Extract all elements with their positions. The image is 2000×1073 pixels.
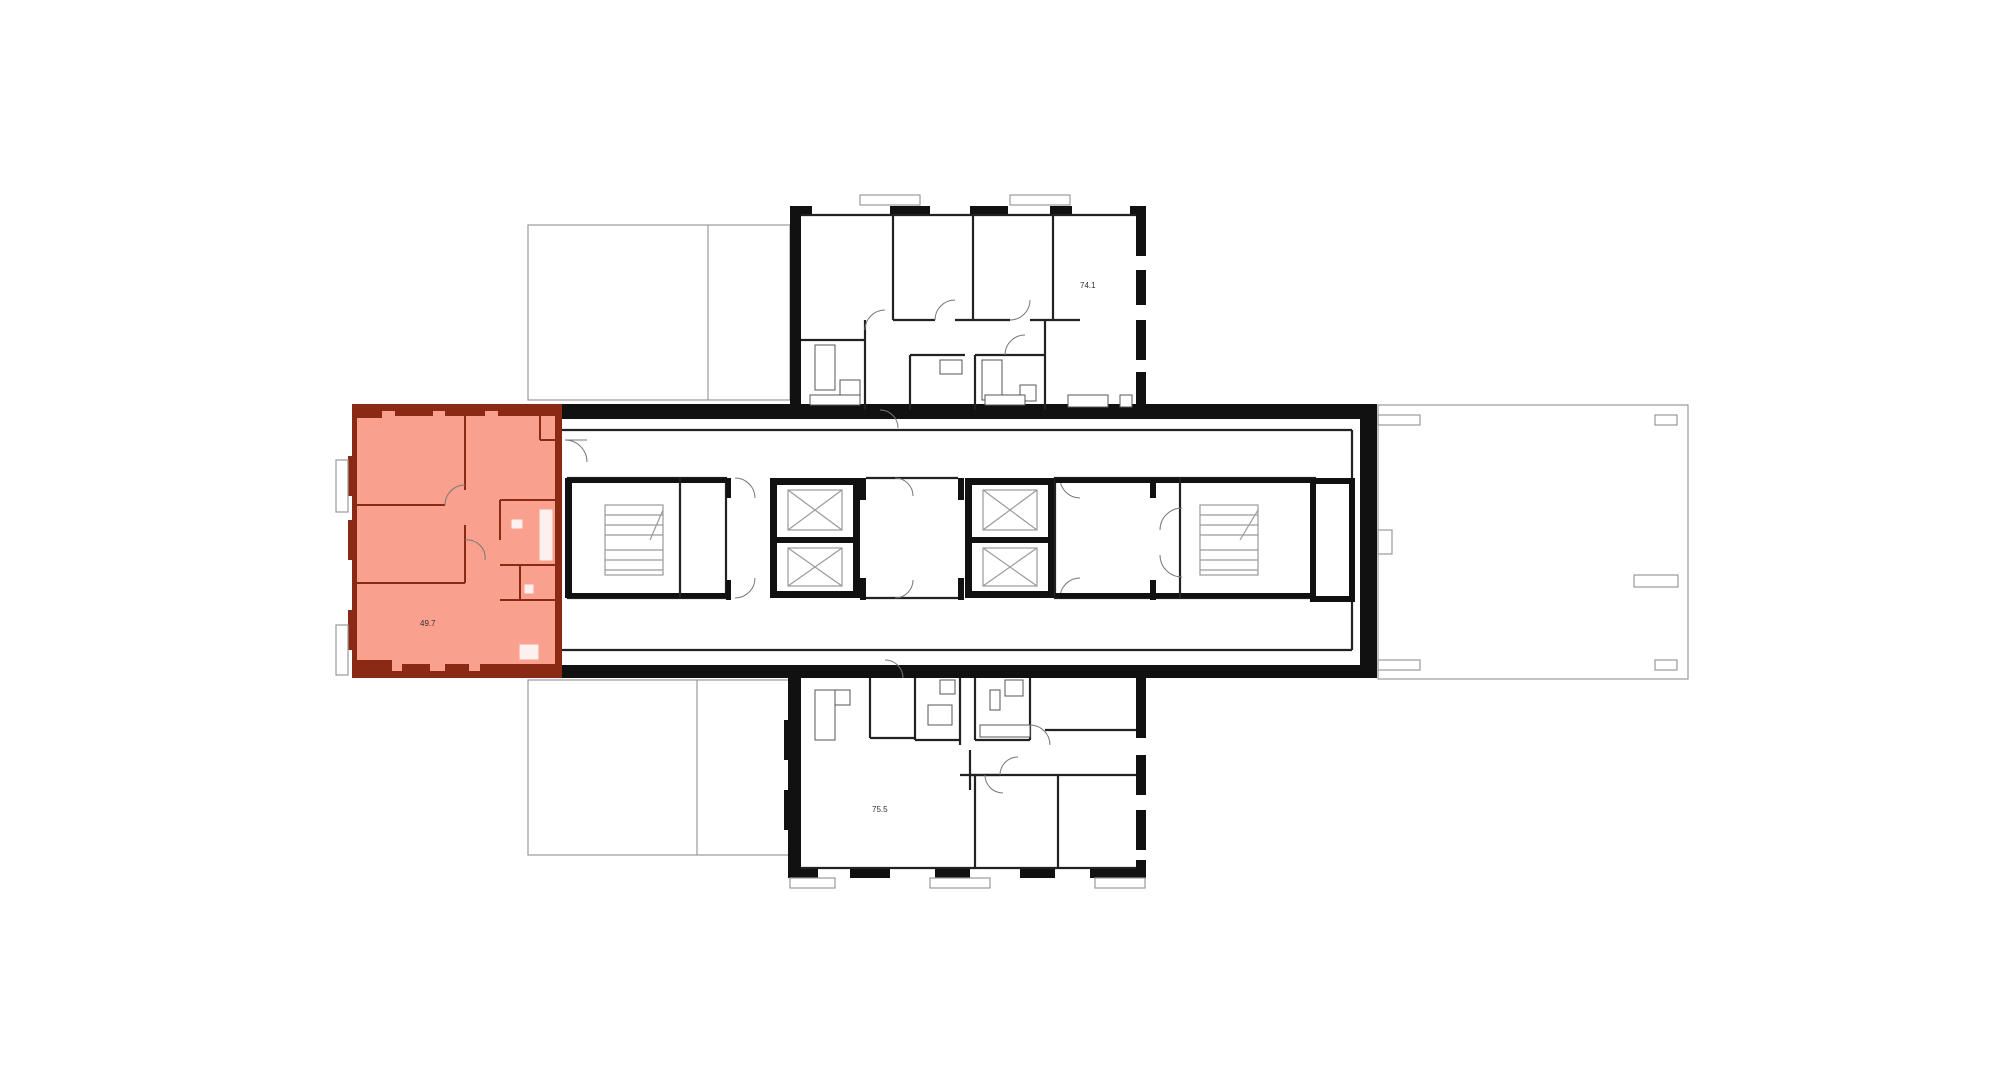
apartment-west-highlight[interactable]: 49.7 <box>348 404 562 678</box>
stair-east <box>1053 476 1355 602</box>
apartment-south-area: 75.5 <box>872 805 888 814</box>
apartment-south[interactable]: 75.5 <box>784 659 1146 889</box>
corridor-block <box>562 404 1377 678</box>
terrace-northwest <box>527 224 791 401</box>
stair-west <box>565 476 731 600</box>
elevator-1 <box>787 489 843 531</box>
elevator-4 <box>982 547 1038 587</box>
apartment-north[interactable]: 74.1 <box>790 194 1146 429</box>
elevator-2 <box>787 547 843 587</box>
terrace-east <box>1377 404 1689 680</box>
terrace-southwest <box>527 679 791 856</box>
apartment-west-area: 49.7 <box>420 619 436 628</box>
building-core <box>565 476 1355 602</box>
elevator-3 <box>982 489 1038 531</box>
apartment-west-fill[interactable] <box>352 404 562 678</box>
west-windows <box>335 459 349 676</box>
elevators <box>734 476 1081 600</box>
apartment-north-area: 74.1 <box>1080 281 1096 290</box>
terraces <box>527 224 1689 856</box>
